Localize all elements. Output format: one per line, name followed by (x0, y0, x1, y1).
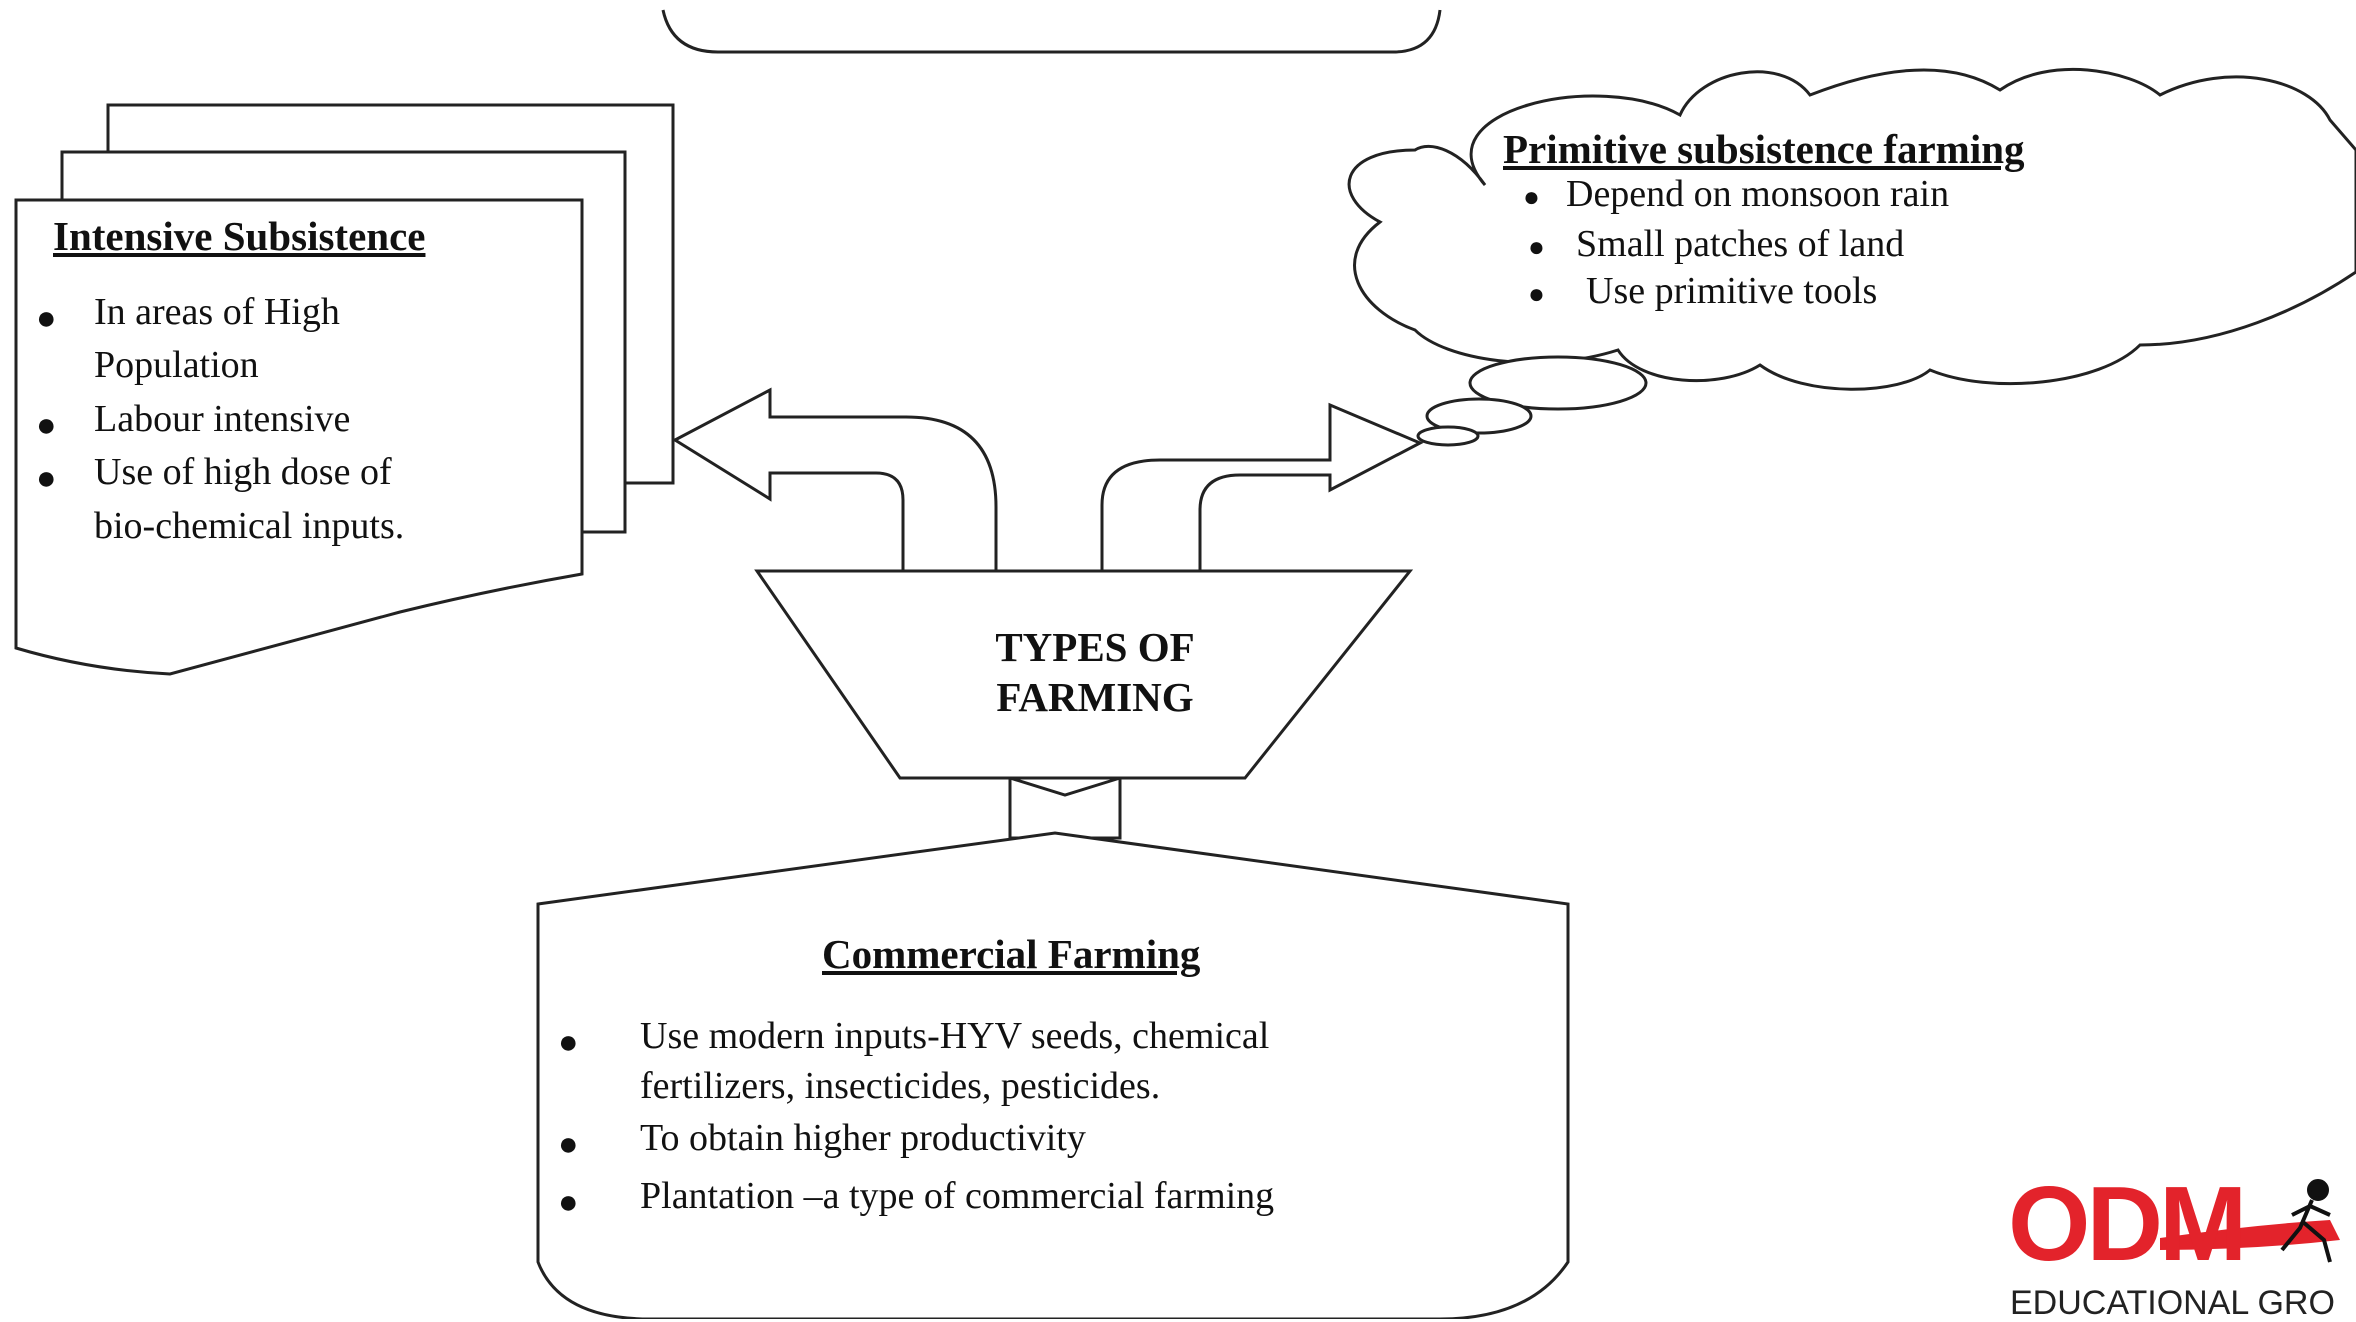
bullet-icon: ● (558, 1184, 579, 1221)
intensive-doc-front (14, 198, 584, 676)
top-partial-box (661, 9, 1442, 54)
types-of-farming-funnel (754, 569, 1414, 780)
primitive-item-2: Small patches of land (1576, 223, 1905, 265)
center-title-line1: TYPES OF (995, 624, 1195, 670)
logo-brand: ODM (2008, 1165, 2247, 1283)
logo-subtitle: EDUCATIONAL GRO (2010, 1284, 2335, 1322)
commercial-item-1-line1: Use modern inputs-HYV seeds, chemical (640, 1015, 1270, 1057)
bullet-icon: ● (36, 300, 57, 337)
bullet-icon: ● (1528, 279, 1545, 310)
intensive-item-1-line1: In areas of High (94, 291, 340, 333)
thought-cloud (1347, 67, 2356, 391)
commercial-title: Commercial Farming (822, 931, 1201, 977)
arrow-right (1100, 402, 1424, 573)
primitive-title: Primitive subsistence farming (1503, 126, 2025, 172)
bullet-icon: ● (558, 1024, 579, 1061)
center-title-line2: FARMING (996, 674, 1194, 720)
commercial-item-2-line1: To obtain higher productivity (640, 1117, 1086, 1159)
intensive-item-3-line2: bio-chemical inputs. (94, 505, 405, 547)
intensive-item-2-line1: Labour intensive (94, 398, 351, 440)
primitive-item-3: Use primitive tools (1586, 270, 1878, 312)
connector-stem (1008, 776, 1122, 840)
bullet-icon: ● (1523, 182, 1540, 213)
bullet-icon: ● (36, 460, 57, 497)
intensive-title: Intensive Subsistence (53, 213, 426, 259)
intensive-item-3-line1: Use of high dose of (94, 451, 392, 493)
primitive-item-1: Depend on monsoon rain (1566, 173, 1950, 215)
logo-swoosh (2160, 1220, 2340, 1250)
intensive-item-1-line2: Population (94, 344, 259, 386)
logo-runner (2280, 1179, 2332, 1263)
thought-bubble-medium (1425, 397, 1533, 435)
thought-bubble-small (1416, 425, 1480, 447)
bullet-icon: ● (1528, 232, 1545, 263)
bullet-icon: ● (558, 1126, 579, 1163)
commercial-item-1-line2: fertilizers, insecticides, pesticides. (640, 1065, 1161, 1107)
commercial-item-3-line1: Plantation –a type of commercial farming (640, 1175, 1275, 1217)
arrow-left (671, 387, 998, 573)
thought-bubble-large (1468, 355, 1648, 411)
connector-notch (1009, 776, 1121, 797)
bullet-icon: ● (36, 407, 57, 444)
